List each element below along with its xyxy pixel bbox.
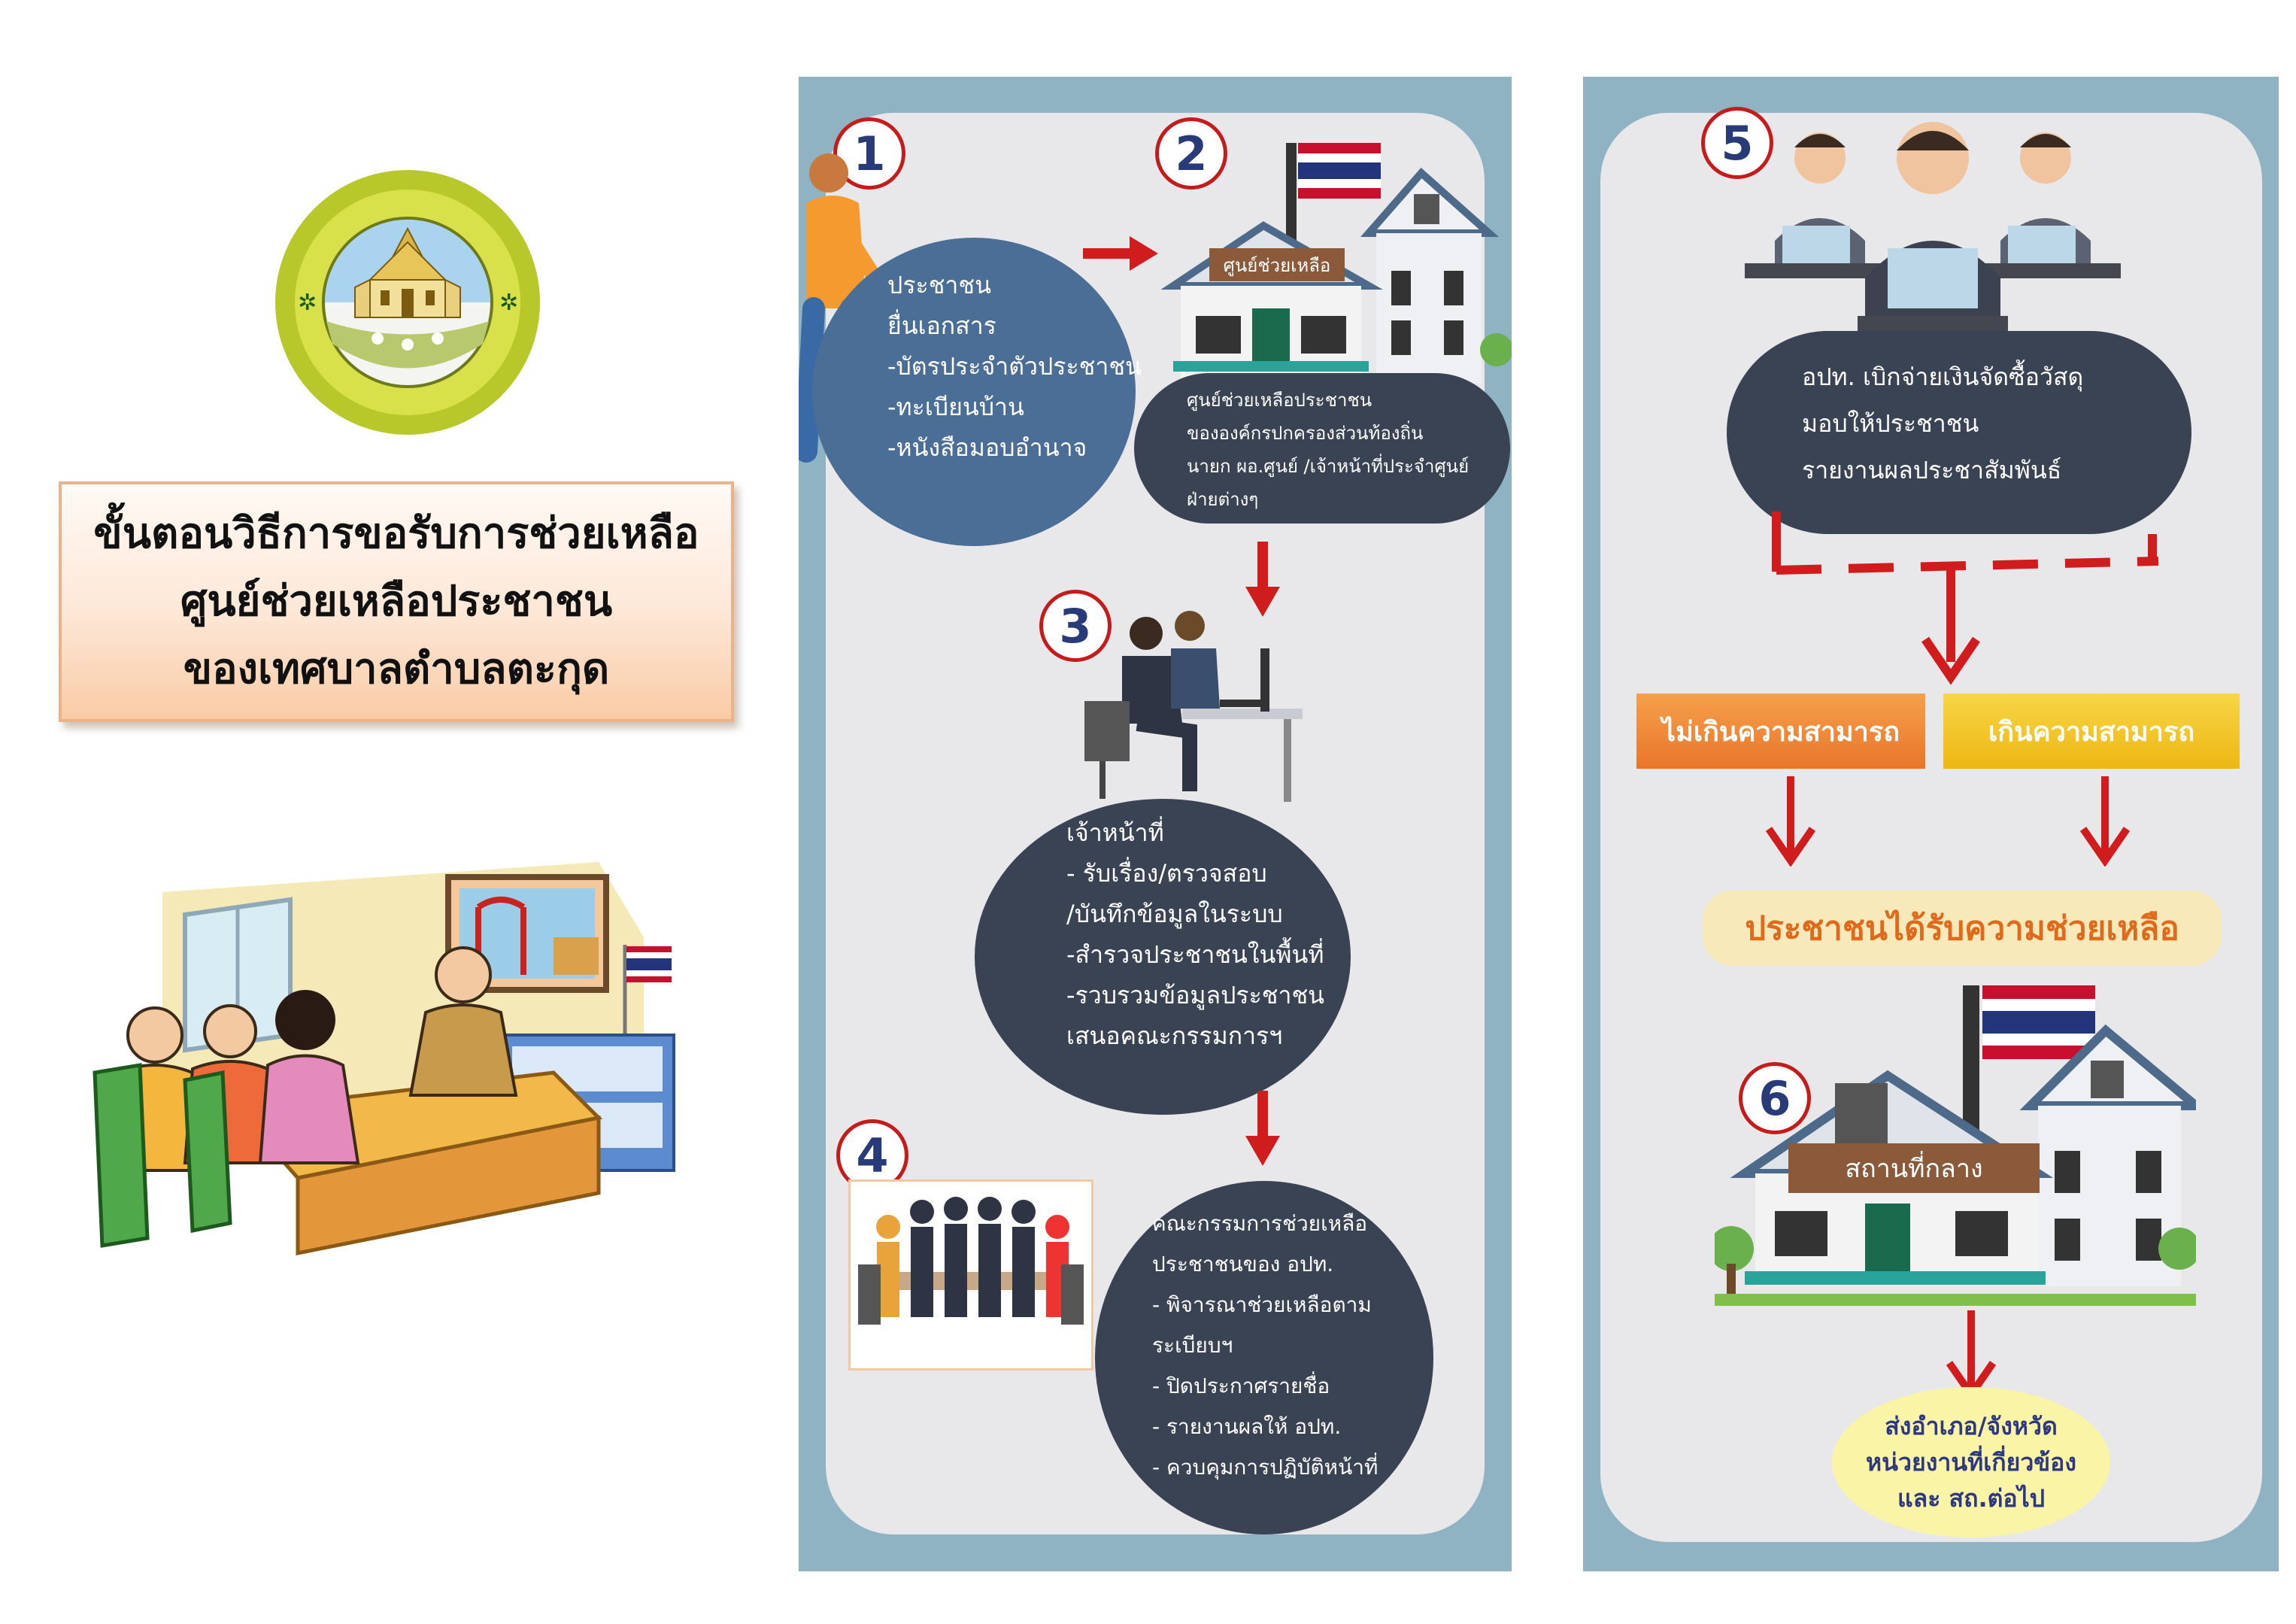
help-center-sign-label: ศูนย์ช่วยเหลือ: [1223, 254, 1331, 276]
step-4-line: ประชาชนของ อปท.: [1152, 1252, 1334, 1276]
step-3-line: - รับเรื่อง/ตรวจสอบ: [1066, 859, 1267, 888]
central-place-building: [1709, 970, 2209, 1316]
help-center-sign: ศูนย์ช่วยเหลือ: [1209, 248, 1345, 281]
step-4-text: คณะกรรมการช่วยเหลือ ประชาชนของ อปท. - พิ…: [1152, 1204, 1378, 1488]
step-4-line: ระเบียบฯ: [1152, 1333, 1233, 1358]
step-4-bubble: [1095, 1181, 1433, 1534]
citizens-receive-help-box: ประชาชนได้รับความช่วยเหลือ: [1703, 891, 2222, 966]
step-5-line: มอบให้ประชาชน: [1802, 409, 1979, 438]
arrow-down-2-3: [1245, 542, 1280, 617]
forward-to-agencies-oval: ส่งอำเภอ/จังหวัด หน่วยงานที่เกี่ยวข้อง แ…: [1832, 1387, 2110, 1537]
within-capacity-label: ไม่เกินความสามารถ: [1661, 716, 1900, 748]
svg-text:✲: ✲: [499, 290, 518, 316]
step-4-line: คณะกรรมการช่วยเหลือ: [1152, 1211, 1368, 1236]
step-2-line: ศูนย์ช่วยเหลือประชาชน: [1187, 390, 1372, 411]
step-2-bubble: [1134, 373, 1510, 524]
step-1-bubble: [812, 238, 1136, 546]
arrow-right-1-2: [1083, 236, 1158, 271]
office-workers-illustration: [1077, 611, 1303, 806]
step-5-bubble: [1727, 331, 2191, 534]
title-line-1: ขั้นตอนวิธีการขอรับการช่วยเหลือ: [93, 509, 699, 558]
forward-line: หน่วยงานที่เกี่ยวข้อง: [1866, 1448, 2076, 1477]
three-officials-illustration: [1745, 113, 2121, 338]
step-6-number: 6: [1739, 1062, 1811, 1134]
arrow-down-within: [1765, 776, 1816, 867]
step-3-number: 3: [1039, 590, 1112, 662]
step-5-line: อปท. เบิกจ่ายเงินจัดซื้อวัสดุ: [1802, 363, 2084, 391]
step-2-text: ศูนย์ช่วยเหลือประชาชน ขององค์กรปกครองส่ว…: [1187, 384, 1469, 516]
step-1-text: ประชาชน ยื่นเอกสาร -บัตรประจำตัวประชาชน …: [887, 265, 1142, 468]
step-1-line: -บัตรประจำตัวประชาชน: [887, 352, 1142, 381]
step-2-number: 2: [1155, 117, 1227, 190]
forward-line: และ สถ.ต่อไป: [1897, 1484, 2046, 1513]
step-1-line: ยื่นเอกสาร: [887, 311, 996, 340]
step-3-line: เจ้าหน้าที่: [1066, 818, 1164, 847]
svg-text:✲: ✲: [298, 290, 317, 316]
step-3-bubble: [975, 799, 1351, 1115]
step-3-line: /บันทึกข้อมูลในระบบ: [1066, 900, 1283, 928]
citizens-receive-help-label: ประชาชนได้รับความช่วยเหลือ: [1745, 909, 2179, 948]
municipality-logo: ✲ ✲: [272, 167, 543, 438]
beyond-capacity-box: เกินความสามารถ: [1943, 694, 2240, 769]
step-1-line: ประชาชน: [887, 271, 991, 299]
step-4-line: - ปิดประกาศรายชื่อ: [1152, 1374, 1330, 1398]
title-line-3: ของเทศบาลตำบลตะกุด: [183, 645, 610, 694]
forward-line: ส่งอำเภอ/จังหวัด: [1885, 1412, 2058, 1440]
step-4-line: - ควบคุมการปฏิบัติหน้าที่: [1152, 1455, 1379, 1480]
step-5-text: อปท. เบิกจ่ายเงินจัดซื้อวัสดุ มอบให้ประช…: [1802, 354, 2083, 493]
central-place-sign: สถานที่กลาง: [1788, 1143, 2040, 1193]
step-3-line: -สำรวจประชาชนในพื้นที่: [1066, 940, 1324, 969]
title-box: ขั้นตอนวิธีการขอรับการช่วยเหลือ ศูนย์ช่ว…: [59, 481, 734, 722]
help-center-building: [1151, 135, 1513, 384]
step-2-line: ขององค์กรปกครองส่วนท้องถิ่น: [1187, 423, 1424, 444]
within-capacity-box: ไม่เกินความสามารถ: [1636, 694, 1925, 769]
committee-meeting-illustration: [848, 1179, 1093, 1371]
step-3-text: เจ้าหน้าที่ - รับเรื่อง/ตรวจสอบ /บันทึกข…: [1066, 812, 1324, 1056]
step-1-line: -ทะเบียนบ้าน: [887, 393, 1024, 421]
step-4-line: - รายงานผลให้ อปท.: [1152, 1414, 1342, 1439]
office-illustration: [72, 847, 719, 1283]
step-5-number: 5: [1701, 107, 1773, 179]
arrow-down-3-4: [1245, 1091, 1280, 1166]
central-place-sign-label: สถานที่กลาง: [1845, 1154, 1983, 1184]
title-line-2: ศูนย์ช่วยเหลือประชาชน: [180, 577, 613, 626]
step-1-line: -หนังสือมอบอำนาจ: [887, 433, 1087, 462]
step-4-line: - พิจารณาช่วยเหลือตาม: [1152, 1292, 1372, 1317]
dashed-connector: [1772, 511, 2159, 685]
step-3-line: เสนอคณะกรรมการฯ: [1066, 1021, 1283, 1050]
arrow-down-beyond: [2079, 776, 2131, 867]
step-2-line: ฝ่ายต่างๆ: [1187, 489, 1259, 510]
step-5-line: รายงานผลประชาสัมพันธ์: [1802, 456, 2062, 484]
step-3-line: -รวบรวมข้อมูลประชาชน: [1066, 981, 1325, 1009]
step-2-line: นายก ผอ.ศูนย์ /เจ้าหน้าที่ประจำศูนย์: [1187, 456, 1470, 477]
beyond-capacity-label: เกินความสามารถ: [1988, 716, 2195, 748]
